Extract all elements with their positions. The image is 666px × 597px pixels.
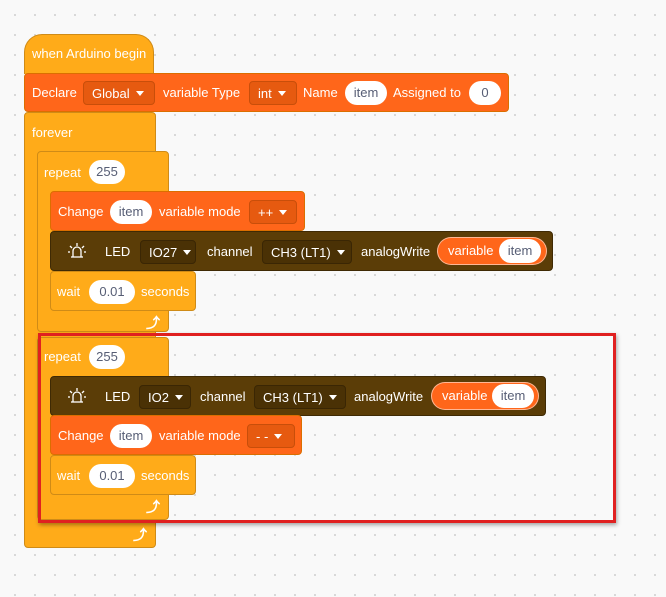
analogwrite-label: analogWrite	[361, 244, 431, 259]
chevron-down-icon	[183, 250, 192, 256]
mode-label: variable mode	[159, 428, 241, 443]
wait-value-input[interactable]: 0.01	[89, 464, 135, 488]
led-label: LED	[105, 244, 131, 259]
variable-name-input[interactable]: item	[345, 81, 387, 105]
variable-reporter-label: variable	[448, 243, 494, 258]
repeat-count-input[interactable]: 255	[89, 160, 125, 184]
assign-value-input[interactable]: 0	[469, 81, 501, 105]
variable-reporter[interactable]: variable item	[437, 237, 547, 265]
wait-block[interactable]: wait 0.01 seconds	[50, 271, 196, 311]
wait-unit-label: seconds	[141, 468, 190, 483]
repeat-loop-arrow-icon: ⤴	[146, 500, 160, 516]
chevron-down-icon	[328, 395, 337, 401]
change-variable-input[interactable]: item	[110, 424, 152, 448]
mode-dropdown[interactable]: ++	[249, 200, 297, 224]
change-label: Change	[58, 428, 104, 443]
variable-reporter[interactable]: variable item	[431, 382, 539, 410]
led-analogwrite-block[interactable]: LED IO27 channel CH3 (LT1) analogWrite v…	[50, 231, 553, 271]
repeat-count-input[interactable]: 255	[89, 345, 125, 369]
chevron-down-icon	[279, 210, 288, 216]
repeat-loop-arrow-icon: ⤴	[146, 316, 160, 332]
variable-reporter-label: variable	[442, 388, 488, 403]
channel-label: channel	[200, 389, 246, 404]
mode-label: variable mode	[159, 204, 241, 219]
scope-dropdown[interactable]: Global	[83, 81, 155, 105]
assign-label: Assigned to	[393, 85, 461, 100]
type-label: variable Type	[163, 85, 241, 100]
led-icon	[65, 240, 89, 267]
wait-block[interactable]: wait 0.01 seconds	[50, 455, 196, 495]
channel-dropdown[interactable]: CH3 (LT1)	[254, 385, 346, 409]
chevron-down-icon	[174, 395, 183, 401]
forever-loop-arrow-icon: ⤴	[133, 528, 147, 544]
change-label: Change	[58, 204, 104, 219]
chevron-down-icon	[336, 250, 345, 256]
led-label: LED	[105, 389, 131, 404]
pin-dropdown[interactable]: IO27	[140, 240, 196, 264]
name-label: Name	[303, 85, 338, 100]
declare-label: Declare	[32, 85, 77, 100]
repeat-label: repeat	[44, 165, 81, 180]
wait-label: wait	[57, 468, 81, 483]
change-variable-block[interactable]: Change item variable mode ++	[50, 191, 305, 231]
led-analogwrite-block[interactable]: LED IO2 channel CH3 (LT1) analogWrite va…	[50, 376, 546, 416]
wait-label: wait	[57, 284, 81, 299]
chevron-down-icon	[135, 91, 144, 97]
pin-dropdown[interactable]: IO2	[139, 385, 191, 409]
highlight-box	[38, 333, 616, 523]
channel-dropdown[interactable]: CH3 (LT1)	[262, 240, 352, 264]
when-arduino-begin-block[interactable]: when Arduino begin	[24, 34, 154, 74]
forever-label: forever	[32, 125, 73, 140]
chevron-down-icon	[277, 91, 286, 97]
wait-unit-label: seconds	[141, 284, 190, 299]
chevron-down-icon	[274, 434, 283, 440]
change-variable-input[interactable]: item	[110, 200, 152, 224]
analogwrite-label: analogWrite	[354, 389, 424, 404]
led-icon	[65, 385, 89, 412]
type-dropdown[interactable]: int	[249, 81, 297, 105]
channel-label: channel	[207, 244, 253, 259]
hat-label: when Arduino begin	[32, 46, 147, 61]
variable-reporter-input[interactable]: item	[499, 239, 541, 263]
variable-reporter-input[interactable]: item	[492, 384, 534, 408]
repeat-label: repeat	[44, 349, 81, 364]
mode-dropdown[interactable]: - -	[247, 424, 295, 448]
wait-value-input[interactable]: 0.01	[89, 280, 135, 304]
declare-variable-block[interactable]: Declare Global variable Type int Name it…	[24, 73, 509, 112]
change-variable-block[interactable]: Change item variable mode - -	[50, 415, 302, 455]
